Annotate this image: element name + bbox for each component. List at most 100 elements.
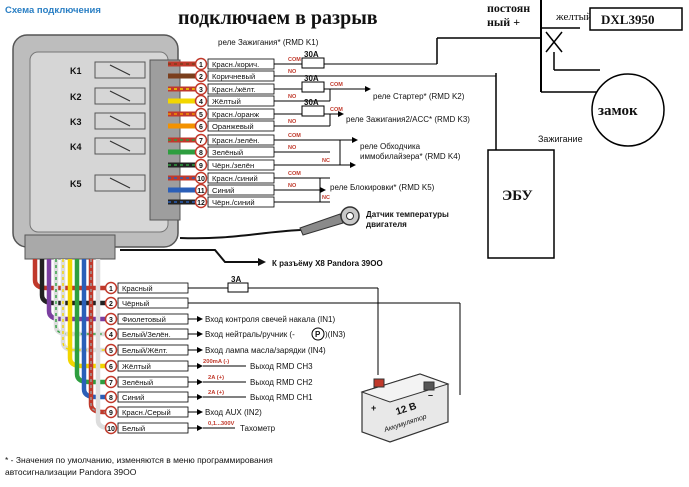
no-label: NO bbox=[288, 183, 297, 189]
pin-number: 7 bbox=[109, 380, 113, 387]
k2-description: реле Стартер* (RMD K2) bbox=[373, 92, 465, 101]
wire-arrow bbox=[197, 316, 203, 322]
wire-arrow bbox=[365, 86, 371, 92]
k4-description-2: иммобилайзера* (RMD K4) bbox=[360, 152, 461, 161]
wire-arrow bbox=[197, 363, 203, 369]
nc-label: NC bbox=[322, 158, 330, 164]
scheme-label: Схема подключения bbox=[5, 5, 101, 16]
pin-badge bbox=[194, 119, 208, 133]
wire-arrow bbox=[320, 187, 326, 193]
wire-arrow bbox=[350, 162, 356, 168]
pin-number: 2 bbox=[109, 301, 113, 308]
pin-number: 9 bbox=[199, 163, 203, 170]
wire-label: Красн./оранж bbox=[212, 110, 260, 119]
no-label: NO bbox=[288, 119, 297, 125]
wire-label: Белый/Зелён. bbox=[122, 330, 171, 339]
wire-label: Красный bbox=[122, 284, 153, 293]
harness-stripe bbox=[55, 259, 110, 335]
dxl-label: DXL3950 bbox=[601, 12, 654, 27]
cut-mark-2 bbox=[545, 31, 563, 53]
relay-label: K4 bbox=[70, 142, 82, 152]
pin-badge bbox=[194, 94, 208, 108]
page-title: подключаем в разрыв bbox=[178, 7, 378, 29]
bottom-harness bbox=[32, 259, 111, 431]
pin-badge bbox=[104, 343, 118, 357]
wire-label: Синий bbox=[122, 393, 144, 402]
temp-sensor-label-2: двигателя bbox=[366, 220, 407, 229]
battery-top bbox=[360, 373, 450, 403]
current-label: 2A (+) bbox=[208, 390, 224, 396]
fuse-label: 30A bbox=[304, 74, 319, 83]
relay-contact-box bbox=[94, 112, 146, 130]
com-label: COM bbox=[288, 57, 301, 63]
pin-number: 10 bbox=[197, 176, 205, 183]
relay-contact bbox=[109, 90, 131, 102]
constant-plus-label-2: ный + bbox=[487, 15, 520, 29]
pin-number: 6 bbox=[109, 364, 113, 371]
pin-badge bbox=[104, 281, 118, 295]
control-unit-panel bbox=[29, 51, 169, 233]
current-label: 2A (+) bbox=[208, 375, 224, 381]
no-label: NO bbox=[288, 69, 297, 75]
pin-badge bbox=[104, 405, 118, 419]
pin-number: 3 bbox=[199, 87, 203, 94]
k5-description: реле Блокировки* (RMD K5) bbox=[330, 183, 435, 192]
wire-arrow bbox=[197, 425, 203, 431]
temp-sensor-hole bbox=[346, 212, 354, 220]
wire-label: Жёлтый bbox=[212, 97, 241, 106]
dxl-box bbox=[589, 7, 683, 31]
pin-badge bbox=[194, 69, 208, 83]
wire-label: Красн./синий bbox=[212, 174, 258, 183]
bottom-wire-6: 6 Жёлтый Выход RMD CH3 bbox=[104, 359, 313, 373]
pin-badge bbox=[194, 195, 208, 209]
com-label: COM bbox=[288, 133, 301, 139]
in3-suffix: )(IN3) bbox=[325, 330, 346, 339]
fuse-k1 bbox=[301, 57, 325, 69]
pin-badge bbox=[194, 133, 208, 147]
lock-circle bbox=[591, 73, 665, 147]
battery-minus-sign: – bbox=[428, 390, 433, 400]
pin-number: 1 bbox=[199, 62, 203, 69]
relay-contact bbox=[109, 140, 131, 152]
ignition-label: Зажигание bbox=[538, 134, 583, 144]
wire-description: Вход лампа масла/зарядки (IN4) bbox=[205, 346, 326, 355]
pin-badge bbox=[104, 375, 118, 389]
fuse-label: 30A bbox=[304, 98, 319, 107]
wire-label: Жёлтый bbox=[122, 362, 151, 371]
temp-sensor-cable bbox=[179, 221, 336, 240]
no-label: NO bbox=[288, 94, 297, 100]
relay-contact-box bbox=[94, 87, 146, 105]
wire-label: Чёрный bbox=[122, 299, 149, 308]
k4-description-1: реле Обходчика bbox=[360, 142, 421, 151]
footnote-line-1: * - Значения по умолчанию, изменяются в … bbox=[5, 455, 273, 465]
com-label: COM bbox=[330, 107, 343, 113]
bottom-wire-2: 2 Чёрный bbox=[104, 296, 190, 310]
relay-contact-box bbox=[94, 174, 146, 192]
pin-number: 11 bbox=[197, 188, 205, 195]
ecu-label: ЭБУ bbox=[502, 188, 533, 204]
wire-label: Фиолетовый bbox=[122, 315, 166, 324]
pin-badge bbox=[104, 421, 118, 435]
wire-description: Выход RMD CH3 bbox=[250, 362, 313, 371]
top-wire-7: 7 Красн./зелён. bbox=[168, 133, 352, 147]
relay-contact bbox=[109, 177, 131, 189]
constant-plus-label-1: постоян bbox=[487, 1, 530, 15]
wire-arrow bbox=[352, 137, 358, 143]
pin-badge bbox=[194, 145, 208, 159]
harness-stripe bbox=[90, 259, 110, 413]
wire-label: Чёрн./синий bbox=[212, 198, 255, 207]
pin-number: 7 bbox=[199, 138, 203, 145]
fuse-3a bbox=[227, 282, 249, 293]
top-wire-10: 10 Красн./синий bbox=[168, 171, 330, 185]
relay-label: K2 bbox=[70, 92, 82, 102]
temp-sensor-body bbox=[299, 213, 344, 236]
wire-description: Выход RMD CH2 bbox=[250, 378, 313, 387]
wire-label: Красн./зелён. bbox=[212, 136, 259, 145]
wire-label: Зелёный bbox=[212, 148, 243, 157]
